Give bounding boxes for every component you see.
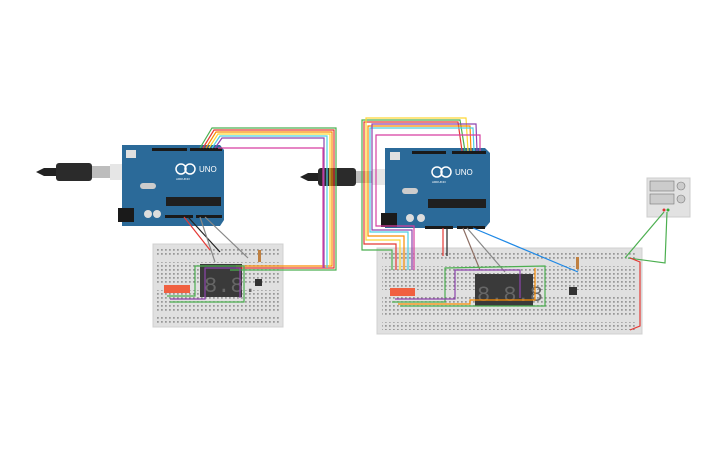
breadboard-1[interactable] <box>152 243 284 328</box>
atmega-chip <box>428 199 486 208</box>
wire <box>462 227 481 271</box>
arduino-uno-2[interactable]: UNO ARDUINO <box>381 148 490 229</box>
wire <box>392 265 546 307</box>
wire <box>211 135 328 268</box>
wire <box>398 268 536 305</box>
push-button[interactable] <box>255 279 262 286</box>
svg-text:8.8.: 8.8. <box>204 274 257 299</box>
wire <box>472 227 579 273</box>
wire <box>466 227 506 273</box>
wire <box>199 216 216 263</box>
wire <box>205 131 333 267</box>
wire <box>361 119 466 270</box>
wire <box>627 211 668 264</box>
wire <box>375 134 481 270</box>
arduino-uno-1[interactable]: UNO ARDUINO <box>118 145 224 226</box>
push-button[interactable] <box>569 287 577 295</box>
wire <box>202 129 335 269</box>
atmega-chip <box>166 197 221 206</box>
board-model-label: UNO <box>199 165 217 174</box>
wire <box>208 133 331 266</box>
wires[interactable] <box>167 117 668 331</box>
wire <box>170 267 241 300</box>
wire <box>199 127 337 271</box>
resistor[interactable] <box>258 250 261 262</box>
resistor-array[interactable] <box>164 285 190 293</box>
resistor-array[interactable] <box>390 288 415 296</box>
wire <box>214 137 325 268</box>
wire <box>369 127 475 270</box>
wire <box>629 257 641 331</box>
board-brand-label: ARDUINO <box>176 177 191 181</box>
board-brand-label: ARDUINO <box>432 180 447 184</box>
board-model-label: UNO <box>455 168 473 177</box>
wire <box>187 216 221 253</box>
seven-segment-display-3-digit[interactable]: 8.8.8 <box>475 274 543 308</box>
resistor[interactable] <box>576 257 579 269</box>
voltage-knob[interactable] <box>676 181 686 191</box>
wire <box>204 216 249 259</box>
usb-cable-2[interactable] <box>300 168 386 186</box>
wire <box>183 216 211 251</box>
wire <box>371 123 478 270</box>
wire <box>167 265 245 303</box>
power-supply[interactable] <box>646 177 691 218</box>
current-knob[interactable] <box>676 194 686 204</box>
svg-text:8.8.8: 8.8.8 <box>477 283 543 308</box>
wire <box>363 121 463 270</box>
wire <box>624 211 665 259</box>
wire <box>367 125 472 270</box>
wire <box>218 147 324 268</box>
wire <box>395 269 521 300</box>
